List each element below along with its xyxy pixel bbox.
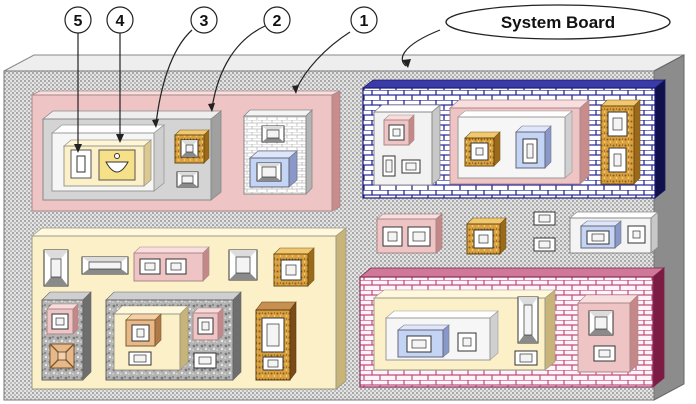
callout-label-5: 5 bbox=[74, 13, 83, 30]
white-brick-module bbox=[243, 109, 313, 195]
callout-label-4: 4 bbox=[116, 13, 125, 30]
gold-chip bbox=[174, 129, 210, 164]
magenta-brick-module bbox=[358, 267, 666, 388]
free-chips-middle bbox=[375, 211, 660, 255]
cream-chip-module bbox=[62, 139, 153, 187]
cream-module bbox=[30, 227, 348, 390]
callout-2: 2 bbox=[208, 6, 291, 112]
navy-brick-module bbox=[361, 79, 667, 199]
large-pink-module bbox=[31, 90, 341, 212]
callout-3: 3 bbox=[152, 6, 218, 128]
callout-1: 1 bbox=[292, 6, 378, 94]
gray-inner-module bbox=[41, 110, 223, 201]
callout-4: 4 bbox=[106, 6, 134, 143]
system-board-title: System Board bbox=[501, 13, 615, 32]
system-board-label: System Board bbox=[401, 4, 671, 68]
white-inner-module bbox=[50, 124, 166, 192]
smallest-chip bbox=[70, 149, 92, 179]
callout-label-1: 1 bbox=[360, 13, 369, 30]
callout-label-2: 2 bbox=[273, 13, 282, 30]
socket-chip bbox=[98, 149, 136, 181]
small-chip bbox=[176, 171, 199, 188]
callout-label-3: 3 bbox=[200, 13, 209, 30]
callout-5: 5 bbox=[64, 6, 92, 153]
